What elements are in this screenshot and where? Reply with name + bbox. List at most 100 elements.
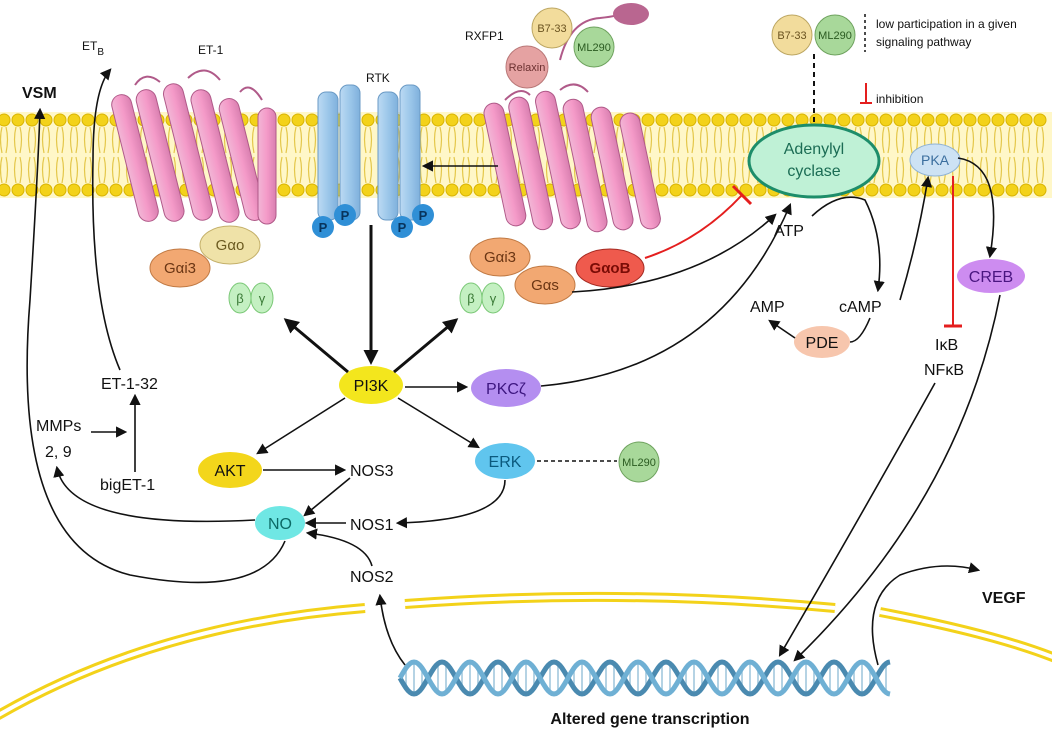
lipid-head xyxy=(0,113,11,127)
nfkb-dna-arrow xyxy=(778,382,936,657)
legend-ml290: ML290 xyxy=(818,30,852,42)
lipid-head xyxy=(11,113,25,127)
lipid-head xyxy=(669,183,683,197)
lipid-tail xyxy=(741,126,751,154)
ml290-label: ML290 xyxy=(577,42,611,54)
lipid-head xyxy=(893,113,907,127)
et132-etb-arrow xyxy=(91,68,121,371)
lipid-head xyxy=(963,183,977,197)
lipid-head xyxy=(935,113,949,127)
vegf-label: VEGF xyxy=(982,590,1026,607)
nos1-label: NOS1 xyxy=(350,517,394,534)
dna-nos2-arrow xyxy=(375,593,406,666)
beta-label: β xyxy=(236,291,243,306)
adenylyl-label-2: cyclase xyxy=(787,163,840,180)
lipid-head xyxy=(81,183,95,197)
pi3k-akt-arrow xyxy=(256,397,346,455)
lipid-head xyxy=(669,113,683,127)
lipid-head xyxy=(753,183,767,197)
lipid-head xyxy=(67,183,81,197)
lipid-head xyxy=(277,113,291,127)
pka-node: PKA xyxy=(909,143,961,177)
lipid-head xyxy=(445,183,459,197)
mmps-label: MMPs xyxy=(36,418,81,435)
lipid-head xyxy=(459,113,473,127)
nos3-label: NOS3 xyxy=(350,463,394,480)
adenylyl-cyclase: Adenylyl cyclase xyxy=(747,123,881,199)
gai3-right-label: Gαi3 xyxy=(484,249,516,266)
lipid-head xyxy=(697,113,711,127)
lipid-head xyxy=(109,183,123,197)
lipid-head xyxy=(949,183,963,197)
lipid-tail xyxy=(699,156,709,184)
lipid-tail xyxy=(993,126,1003,154)
lipid-head xyxy=(277,183,291,197)
legend-b733: B7-33 xyxy=(777,30,806,42)
lipid-tail xyxy=(475,156,485,184)
dna-strand xyxy=(397,659,891,697)
lipid-head xyxy=(907,183,921,197)
lipid-tail xyxy=(0,156,9,184)
gas-label: Gαs xyxy=(531,277,559,294)
lipid-head xyxy=(25,183,39,197)
lipid-head xyxy=(473,183,487,197)
lipid-head xyxy=(95,113,109,127)
lipid-tail xyxy=(69,156,79,184)
lipid-tail xyxy=(1007,126,1017,154)
lipid-tail xyxy=(111,156,121,184)
mmps-sub-label: 2, 9 xyxy=(45,444,72,461)
lipid-tail xyxy=(881,156,891,184)
pka-label: PKA xyxy=(921,152,950,168)
lipid-head xyxy=(739,113,753,127)
lipid-head xyxy=(431,113,445,127)
lipid-head xyxy=(879,183,893,197)
gprotein-left: Gαi3 Gαo β γ xyxy=(149,225,274,314)
lipid-tail xyxy=(475,126,485,154)
lipid-tail xyxy=(461,126,471,154)
lipid-tail xyxy=(657,126,667,154)
nos2-no-arrow xyxy=(305,528,373,567)
lipid-tail xyxy=(713,156,723,184)
lipid-head xyxy=(487,183,501,197)
lipid-tail xyxy=(727,156,737,184)
relaxin-label: Relaxin xyxy=(509,62,546,74)
akt-label: AKT xyxy=(214,463,245,480)
lipid-head xyxy=(1005,183,1019,197)
etb-receptor: ET-1 xyxy=(111,43,277,225)
legend-low-participation-2: signaling pathway xyxy=(876,35,971,49)
amp-label: AMP xyxy=(750,299,785,316)
lipid-tail xyxy=(1035,126,1045,154)
lipid-tail xyxy=(13,156,23,184)
lipid-tail xyxy=(993,156,1003,184)
gaob-inhibition-line xyxy=(644,194,743,259)
erk-label: ERK xyxy=(489,454,522,471)
nos2-label: NOS2 xyxy=(350,569,394,586)
phospho-label: P xyxy=(319,220,328,235)
creb-label: CREB xyxy=(969,269,1013,286)
lipid-tail xyxy=(671,126,681,154)
lipid-head xyxy=(893,183,907,197)
dna-vegf-arrow xyxy=(871,562,981,666)
rxfp1-label: RXFP1 xyxy=(465,29,504,43)
lipid-tail xyxy=(461,156,471,184)
pkcz-ac-arrow xyxy=(540,202,792,387)
no-label: NO xyxy=(268,516,292,533)
akt-node: AKT xyxy=(198,452,262,488)
lipid-head xyxy=(1019,113,1033,127)
lipid-head xyxy=(1033,183,1047,197)
gamma-label: γ xyxy=(490,291,497,306)
lipid-tail xyxy=(27,156,37,184)
lipid-head xyxy=(753,113,767,127)
nuclear-envelope xyxy=(0,591,1052,721)
lipid-head xyxy=(39,113,53,127)
legend: B7-33 ML290 low participation in a given… xyxy=(771,14,1017,106)
lipid-tail xyxy=(727,126,737,154)
lipid-head xyxy=(977,113,991,127)
lipid-head xyxy=(431,183,445,197)
lipid-tail xyxy=(363,156,373,184)
gao-label: Gαo xyxy=(216,237,245,254)
receptor-tip xyxy=(613,3,649,25)
lipid-head xyxy=(0,183,11,197)
pde-amp-arrow xyxy=(768,319,796,339)
